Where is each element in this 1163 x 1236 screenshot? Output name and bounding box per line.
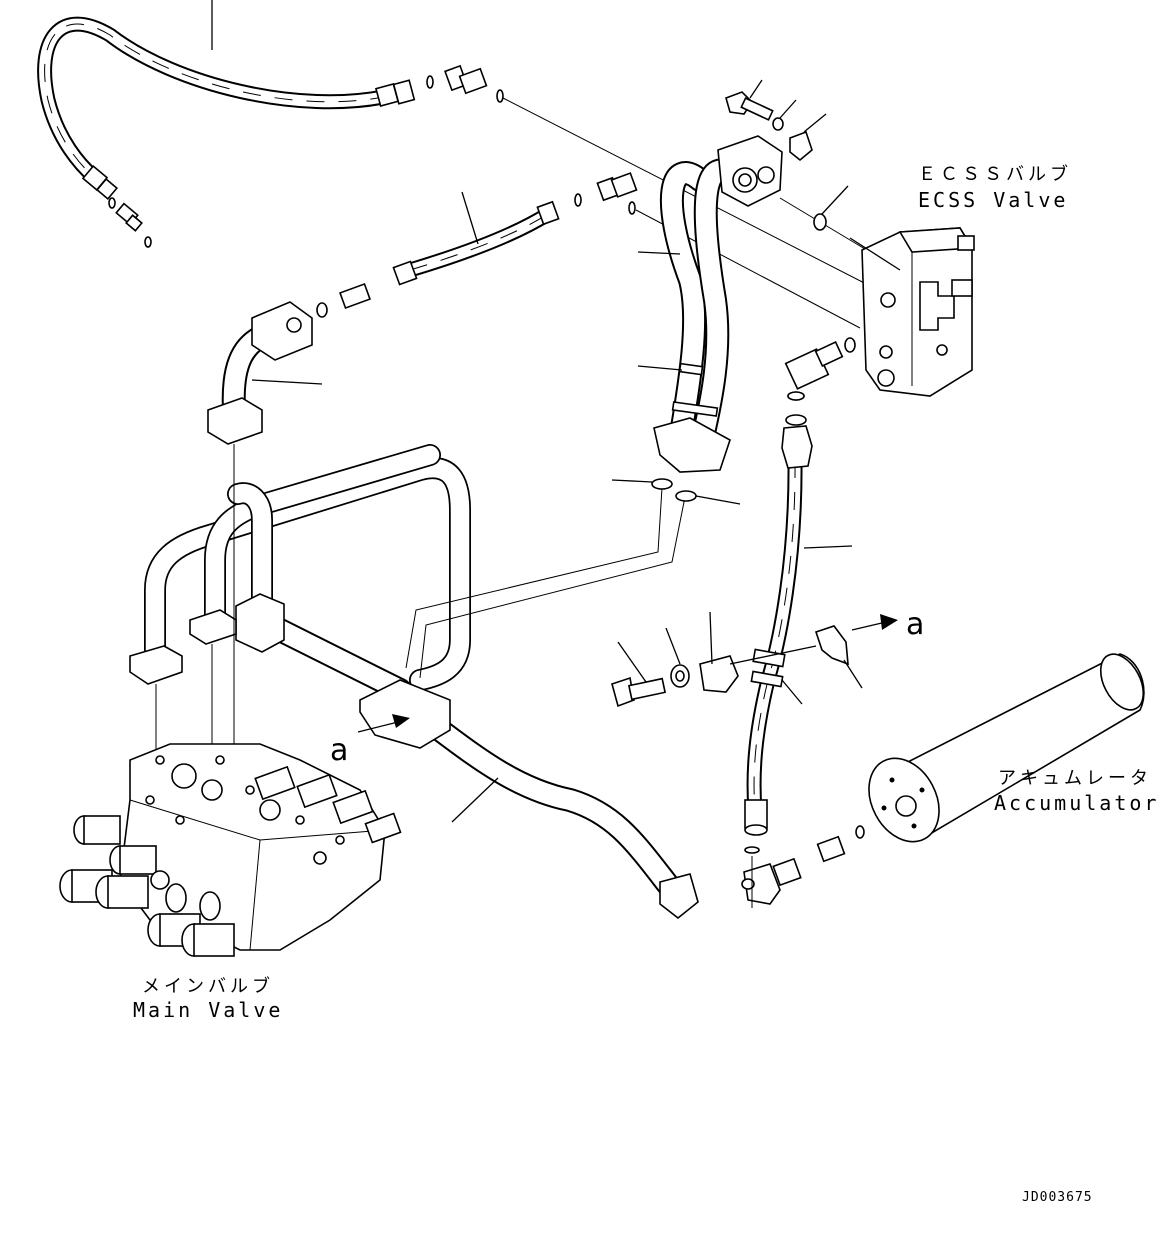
main-valve-label-jp: メインバルブ bbox=[142, 975, 274, 997]
leader-line bbox=[251, 379, 323, 385]
accumulator-hose bbox=[744, 414, 813, 854]
middle-short-hose bbox=[392, 200, 560, 286]
leader-line bbox=[451, 777, 499, 823]
ref-marker-a-right: a bbox=[906, 607, 924, 642]
leader-line bbox=[709, 611, 713, 665]
ref-arrow-right bbox=[851, 614, 898, 631]
leader-line bbox=[843, 659, 863, 689]
accumulator-label-en: Accumulator bbox=[994, 791, 1159, 815]
leader-line bbox=[781, 679, 803, 705]
leader-line bbox=[695, 495, 741, 505]
leader-line bbox=[637, 365, 683, 371]
ref-arrow-left bbox=[357, 714, 410, 733]
ecss-double-tube bbox=[653, 135, 783, 473]
ref-marker-a-left: a bbox=[330, 733, 348, 768]
leader-line bbox=[803, 113, 827, 133]
flange-bolt bbox=[725, 91, 827, 231]
assembly-line bbox=[729, 645, 817, 665]
document-id: JD003675 bbox=[1022, 1190, 1093, 1205]
middle-hose-fittings bbox=[316, 172, 638, 318]
upper-long-hose bbox=[37, 16, 416, 200]
leader-line bbox=[821, 185, 849, 215]
background-tubes bbox=[129, 444, 699, 920]
leader-line bbox=[665, 627, 681, 665]
leader-line bbox=[803, 545, 853, 549]
hose-clamp bbox=[611, 625, 849, 708]
ecss-valve-label-en: ECSS Valve bbox=[918, 188, 1068, 212]
leader-line bbox=[749, 79, 763, 99]
leader-line bbox=[779, 99, 797, 119]
o-rings bbox=[651, 391, 805, 502]
main-valve-label-en: Main Valve bbox=[133, 998, 283, 1022]
ecss-valve-label-jp: ＥＣＳＳバルブ bbox=[918, 163, 1072, 185]
accumulator bbox=[868, 653, 1145, 843]
ecss-valve bbox=[844, 227, 975, 397]
leader-line bbox=[637, 251, 681, 255]
leader-line bbox=[461, 191, 479, 245]
upper-hose-left-fittings bbox=[108, 197, 152, 248]
ecss-elbow-fitting bbox=[784, 341, 844, 401]
assembly-line bbox=[502, 97, 879, 291]
accumulator-label-jp: アキュムレータ bbox=[998, 768, 1152, 789]
leader-line bbox=[617, 641, 647, 683]
main-valve-ports bbox=[59, 815, 235, 957]
accumulator-fittings bbox=[741, 825, 865, 905]
elbow-tube-left bbox=[207, 301, 313, 445]
leader-line bbox=[611, 479, 653, 483]
leader-line bbox=[849, 237, 901, 271]
upper-hose-right-fittings bbox=[426, 64, 504, 103]
